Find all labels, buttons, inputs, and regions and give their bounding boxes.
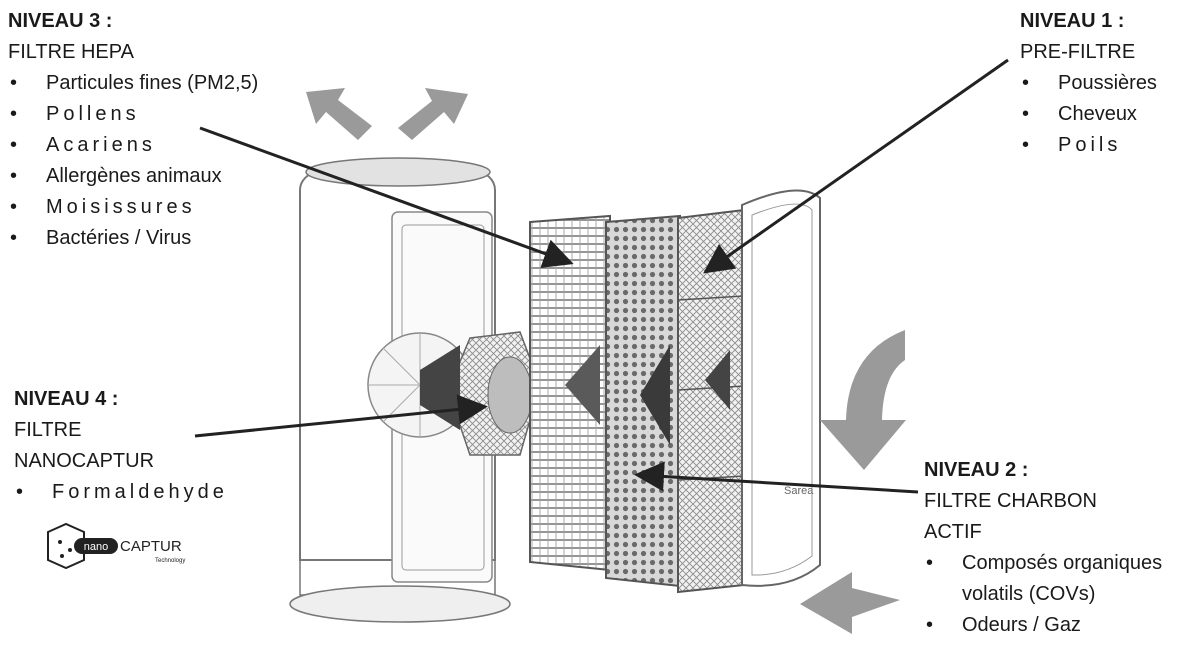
level3-block: NIVEAU 3 : FILTRE HEPA Particules fines … [8, 6, 268, 254]
level2-title-line1: FILTRE CHARBON [924, 490, 1097, 512]
level1-list: Poussières Cheveux Poils [1020, 68, 1190, 161]
list-item: Poils [1020, 130, 1190, 161]
back-cover [741, 189, 821, 587]
level2-heading: NIVEAU 2 : [924, 459, 1029, 481]
list-item: Composés organiques volatils (COVs) [924, 548, 1190, 610]
intake-arrow-icon [800, 330, 906, 634]
list-item: Acariens [8, 130, 268, 161]
list-item: Cheveux [1020, 99, 1190, 130]
level3-heading: NIVEAU 3 : [8, 10, 113, 32]
exhaust-arrow-icon [306, 88, 468, 140]
level4-title-line2: NANOCAPTUR [14, 450, 155, 472]
arrow-level4 [194, 394, 488, 438]
level2-title-line2: ACTIF [924, 521, 982, 543]
level1-heading: NIVEAU 1 : [1020, 10, 1125, 32]
list-item: Formaldehyde [14, 477, 294, 508]
level4-title-line1: FILTRE [14, 419, 82, 441]
level4-block: NIVEAU 4 : FILTRE NANOCAPTUR Formaldehyd… [14, 384, 294, 508]
list-item: Moisissures [8, 192, 268, 223]
level2-list: Composés organiques volatils (COVs) Odeu… [924, 548, 1190, 641]
svg-text:nano: nano [84, 541, 108, 553]
arrow-level1 [703, 58, 1009, 274]
hepa-filter-panel [529, 214, 611, 572]
carbon-filter-panel [605, 214, 681, 588]
level1-title: PRE-FILTRE [1020, 41, 1136, 63]
svg-text:CAPTUR: CAPTUR [120, 538, 182, 555]
level1-block: NIVEAU 1 : PRE-FILTRE Poussières Cheveux… [1020, 6, 1190, 161]
level4-list: Formaldehyde [14, 477, 294, 508]
callout-arrows [194, 58, 1009, 494]
list-item: Particules fines (PM2,5) [8, 68, 268, 99]
list-item: Poussières [1020, 68, 1190, 99]
list-item: Bactéries / Virus [8, 223, 268, 254]
level2-block: NIVEAU 2 : FILTRE CHARBON ACTIF Composés… [924, 455, 1190, 641]
nanocaptur-logo-icon: nano CAPTUR Technology [47, 522, 185, 570]
arrow-level2 [634, 461, 919, 494]
svg-text:Technology: Technology [155, 558, 185, 564]
level3-title: FILTRE HEPA [8, 41, 134, 63]
pre-filter-frame [677, 208, 745, 594]
list-item: Odeurs / Gaz [924, 610, 1190, 641]
purifier-body [289, 157, 541, 623]
level3-list: Particules fines (PM2,5) Pollens Acarien… [8, 68, 268, 254]
level4-heading: NIVEAU 4 : [14, 388, 119, 410]
device-brand: Sarea [784, 485, 814, 497]
list-item: Pollens [8, 99, 268, 130]
list-item: Allergènes animaux [8, 161, 268, 192]
